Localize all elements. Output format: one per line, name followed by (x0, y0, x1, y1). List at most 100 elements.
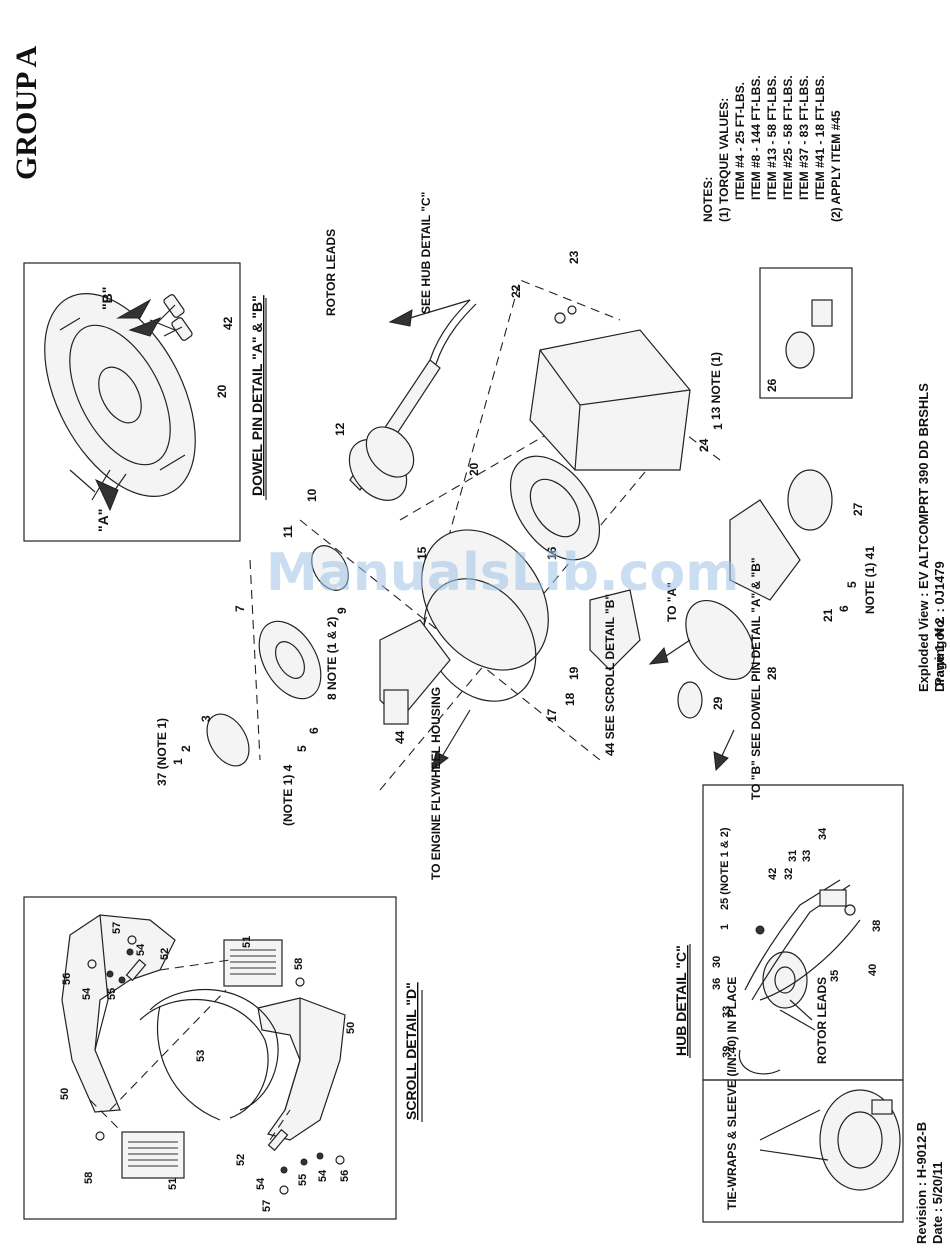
hub-lbl-25: 25 (NOTE 1 & 2) (719, 827, 731, 910)
part-17: 17 (545, 708, 559, 722)
scroll-lbl-54b: 54 (135, 943, 147, 956)
scroll-lbl-56b: 56 (339, 1170, 351, 1182)
hub-lbl-31: 31 (787, 850, 799, 862)
scroll-lbl-54a: 54 (81, 987, 93, 1000)
part-1b: 1 (711, 423, 725, 430)
note-line-4: ITEM #25 - 58 FT-LBS. (781, 75, 795, 200)
watermark: ManualsLib.com (266, 543, 739, 603)
note-4-label: (NOTE 1) 4 (281, 764, 295, 826)
scroll-lbl-56a: 56 (61, 973, 73, 985)
scroll-lbl-52b: 52 (235, 1154, 247, 1166)
scroll-detail-title: SCROLL DETAIL "D" (403, 982, 419, 1120)
note-37-label: 37 (NOTE 1) (155, 718, 169, 786)
part-26: 26 (765, 378, 779, 392)
part-24: 24 (697, 438, 711, 452)
hub-lbl-32: 32 (783, 868, 795, 880)
part-28: 28 (765, 666, 779, 680)
part-5b: 5 (845, 581, 859, 588)
hub-lbl-36: 36 (711, 978, 723, 990)
scroll-lbl-50a: 50 (59, 1088, 71, 1100)
part-10: 10 (305, 488, 319, 502)
drawing-view-title: Exploded View : EV ALTCOMPRT 390 DD BRSH… (916, 383, 931, 692)
part-7: 7 (233, 605, 247, 612)
part-27: 27 (851, 502, 865, 516)
note-line-5: ITEM #37 - 83 FT-LBS. (797, 75, 811, 200)
revision-date: Date : 5/20/11 (930, 1162, 945, 1244)
hub-lbl-40: 40 (867, 964, 879, 976)
part-20: 20 (467, 462, 481, 476)
hub-detail: 25 (NOTE 1 & 2) 1 42 31 33 34 32 30 36 3… (673, 784, 904, 1081)
scroll-lbl-57b: 57 (261, 1200, 273, 1212)
part-16: 16 (545, 546, 559, 560)
part-18: 18 (563, 692, 577, 706)
page-number: Page 1 of 2 (932, 617, 947, 686)
tie-wrap-detail: TIE-WRAPS & SLEEVE (I/N:40) IN PLACE (702, 977, 904, 1223)
scroll-lbl-58b: 58 (83, 1172, 95, 1184)
note-8-label: 8 NOTE (1 & 2) (325, 617, 339, 700)
part-11: 11 (281, 525, 295, 538)
hub-lbl-33b: 33 (721, 1006, 733, 1018)
part-29: 29 (711, 696, 725, 710)
part-1: 1 (171, 758, 185, 765)
note-41-label: NOTE (1) 41 (863, 546, 877, 614)
dowel-pin-detail: "B" 42 20 "A" DOWEL PIN DETAIL "A" & "B" (23, 262, 267, 542)
dowel-detail-title: DOWEL PIN DETAIL "A" & "B" (249, 295, 265, 496)
note-line-6: ITEM #41 - 18 FT-LBS. (813, 75, 827, 200)
part-23: 23 (567, 250, 581, 264)
part-2: 2 (179, 745, 193, 752)
tie-wrap-text: TIE-WRAPS & SLEEVE (I/N:40) IN PLACE (725, 977, 739, 1210)
see-hub-label: SEE HUB DETAIL "C" (419, 192, 433, 314)
revision: Revision : H-9012-B (914, 1122, 929, 1244)
see-scroll-label: 44 SEE SCROLL DETAIL "B" (603, 594, 617, 756)
part-12: 12 (333, 422, 347, 436)
part-19: 19 (567, 666, 581, 680)
notes-block: NOTES: (1) TORQUE VALUES: ITEM #4 - 25 F… (701, 75, 843, 222)
hub-rotor-leads: ROTOR LEADS (815, 977, 829, 1064)
drawing-number: Drawing No. : 0J1479 (932, 561, 947, 692)
hub-lbl-42: 42 (767, 868, 779, 880)
scroll-lbl-57a: 57 (111, 922, 123, 934)
scroll-lbl-51b: 51 (167, 1178, 179, 1190)
part-15: 15 (415, 546, 429, 560)
scroll-lbl-51a: 51 (241, 936, 253, 948)
dowel-label-a: "A" (95, 509, 111, 532)
note-line-1: ITEM #4 - 25 FT-LBS. (733, 82, 747, 200)
scroll-lbl-52a: 52 (159, 948, 171, 960)
note-13-label: 13 NOTE (1) (709, 352, 723, 420)
part-5: 5 (295, 745, 309, 752)
main-assembly: ROTOR LEADS SEE HUB DETAIL "C" TO ENGINE… (155, 192, 877, 880)
hub-lbl-30: 30 (711, 956, 723, 968)
note-line-2: ITEM #8 - 144 FT-LBS. (749, 75, 763, 200)
hub-lbl-39: 39 (721, 1046, 733, 1058)
to-b-label: TO "B" SEE DOWEL PIN DETAIL "A" & "B" (749, 557, 763, 800)
hub-lbl-35: 35 (829, 970, 841, 982)
part-21: 21 (821, 608, 835, 622)
to-a-label: TO "A" (665, 582, 679, 622)
scroll-lbl-53: 53 (195, 1050, 207, 1062)
part-22: 22 (509, 284, 523, 298)
hub-lbl-38: 38 (871, 920, 883, 932)
part-6b: 6 (837, 605, 851, 612)
hub-detail-title: HUB DETAIL "C" (673, 945, 689, 1056)
to-engine-label: TO ENGINE FLYWHEEL HOUSING (429, 687, 443, 880)
note-line-0: (1) TORQUE VALUES: (717, 98, 731, 222)
scroll-lbl-58a: 58 (293, 958, 305, 970)
group-title: GROUP A (10, 45, 43, 180)
rotor-leads-label: ROTOR LEADS (324, 229, 338, 316)
part-44: 44 (393, 730, 407, 744)
scroll-lbl-54c: 54 (255, 1177, 267, 1190)
part-9: 9 (335, 607, 349, 614)
part-6: 6 (307, 727, 321, 734)
part-3: 3 (199, 715, 213, 722)
note-line-3: ITEM #13 - 58 FT-LBS. (765, 75, 779, 200)
dowel-label-42: 42 (221, 316, 235, 330)
scroll-lbl-50b: 50 (345, 1022, 357, 1034)
hub-lbl-34: 34 (817, 827, 829, 840)
hub-lbl-1: 1 (719, 924, 731, 930)
hub-lbl-33a: 33 (801, 850, 813, 862)
note-line-7: (2) APPLY ITEM #45 (829, 110, 843, 222)
scroll-lbl-54d: 54 (317, 1169, 329, 1182)
scroll-detail: 56 54 57 55 52 54 50 51 58 53 50 58 51 5… (23, 896, 423, 1220)
